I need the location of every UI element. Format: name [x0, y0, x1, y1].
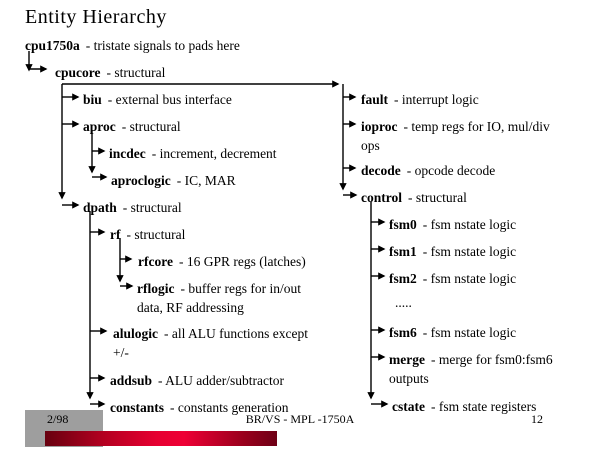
tree-node-fsm2: fsm2 - fsm nstate logic: [389, 269, 516, 288]
tree-node-rfcore: rfcore - 16 GPR regs (latches): [138, 252, 306, 271]
entity-name: constants: [110, 400, 165, 415]
entity-desc: - opcode decode: [406, 163, 496, 178]
entity-desc: - fsm nstate logic: [422, 271, 517, 286]
entity-desc: - interrupt logic: [394, 92, 479, 107]
entity-name: fsm1: [389, 244, 417, 259]
entity-name: alulogic: [113, 326, 159, 341]
entity-desc: - 16 GPR regs (latches): [178, 254, 306, 269]
entity-desc-line2: outputs: [389, 371, 429, 386]
entity-desc: - structural: [408, 190, 467, 205]
entity-desc: - increment, decrement: [151, 146, 277, 161]
footer-page-number: 12: [531, 412, 543, 426]
entity-name: biu: [83, 92, 102, 107]
tree-node-control: control - structural: [361, 188, 467, 207]
entity-desc: - structural: [122, 200, 182, 215]
tree-ellipsis: .....: [395, 293, 412, 312]
tree-node-cpucore: cpucore - structural: [55, 63, 165, 82]
entity-desc-line2: data, RF addressing: [137, 300, 244, 315]
tree-node-cstate: cstate - fsm state registers: [392, 397, 536, 416]
entity-name: fsm6: [389, 325, 417, 340]
page-title: Entity Hierarchy: [25, 6, 167, 28]
tree-node-constants: constants - constants generation: [110, 398, 288, 417]
entity-name: rfcore: [138, 254, 173, 269]
tree-node-addsub: addsub - ALU adder/subtractor: [110, 371, 284, 390]
entity-desc: - all ALU functions except: [164, 326, 308, 341]
tree-node-fsm6: fsm6 - fsm nstate logic: [389, 323, 516, 342]
tree-node-biu: biu - external bus interface: [83, 90, 232, 109]
tree-node-aproc: aproc - structural: [83, 117, 181, 136]
entity-name: decode: [361, 163, 401, 178]
tree-node-dpath: dpath - structural: [83, 198, 182, 217]
entity-name: cpucore: [55, 65, 101, 80]
entity-name: fsm0: [389, 217, 417, 232]
entity-desc: - tristate signals to pads here: [85, 38, 240, 53]
entity-desc: - structural: [121, 119, 181, 134]
footer-accent-bar: [45, 431, 277, 446]
entity-desc: - fsm state registers: [430, 399, 537, 414]
entity-name: aproclogic: [111, 173, 171, 188]
ellipsis-text: .....: [395, 295, 412, 310]
tree-node-fsm0: fsm0 - fsm nstate logic: [389, 215, 516, 234]
entity-desc: - structural: [126, 227, 186, 242]
entity-desc: - constants generation: [170, 400, 289, 415]
entity-name: incdec: [109, 146, 146, 161]
entity-desc: - merge for fsm0:fsm6: [430, 352, 553, 367]
entity-desc: - buffer regs for in/out: [180, 281, 301, 296]
entity-desc-line2: ops: [361, 138, 380, 153]
entity-name: ioproc: [361, 119, 398, 134]
entity-name: rflogic: [137, 281, 175, 296]
entity-name: rf: [110, 227, 121, 242]
entity-name: cpu1750a: [25, 38, 80, 53]
tree-node-merge: merge - merge for fsm0:fsm6 outputs: [389, 350, 589, 388]
entity-desc: - temp regs for IO, mul/div: [403, 119, 550, 134]
entity-desc: - fsm nstate logic: [422, 217, 517, 232]
tree-node-ioproc: ioproc - temp regs for IO, mul/div ops: [361, 117, 589, 155]
entity-name: control: [361, 190, 402, 205]
entity-desc-line2: +/-: [113, 345, 129, 360]
entity-name: dpath: [83, 200, 117, 215]
tree-node-incdec: incdec - increment, decrement: [109, 144, 277, 163]
footer-center-text: BR/VS - MPL -1750A: [245, 412, 355, 426]
entity-name: fault: [361, 92, 388, 107]
entity-desc: - external bus interface: [107, 92, 232, 107]
tree-node-fsm1: fsm1 - fsm nstate logic: [389, 242, 516, 261]
entity-name: cstate: [392, 399, 425, 414]
entity-desc: - ALU adder/subtractor: [158, 373, 285, 388]
tree-node-rf: rf - structural: [110, 225, 185, 244]
tree-node-decode: decode - opcode decode: [361, 161, 495, 180]
footer-date: 2/98: [47, 412, 69, 426]
entity-name: merge: [389, 352, 425, 367]
entity-desc: - structural: [106, 65, 166, 80]
tree-node-alulogic: alulogic - all ALU functions except +/-: [113, 324, 343, 362]
entity-desc: - fsm nstate logic: [422, 244, 517, 259]
entity-name: fsm2: [389, 271, 417, 286]
entity-desc: - fsm nstate logic: [422, 325, 517, 340]
tree-node-cpu1750a: cpu1750a - tristate signals to pads here: [25, 36, 240, 55]
tree-node-aproclogic: aproclogic - IC, MAR: [111, 171, 236, 190]
tree-node-fault: fault - interrupt logic: [361, 90, 479, 109]
tree-node-rflogic: rflogic - buffer regs for in/out data, RF…: [137, 279, 337, 317]
entity-name: addsub: [110, 373, 153, 388]
entity-name: aproc: [83, 119, 116, 134]
entity-desc: - IC, MAR: [176, 173, 236, 188]
